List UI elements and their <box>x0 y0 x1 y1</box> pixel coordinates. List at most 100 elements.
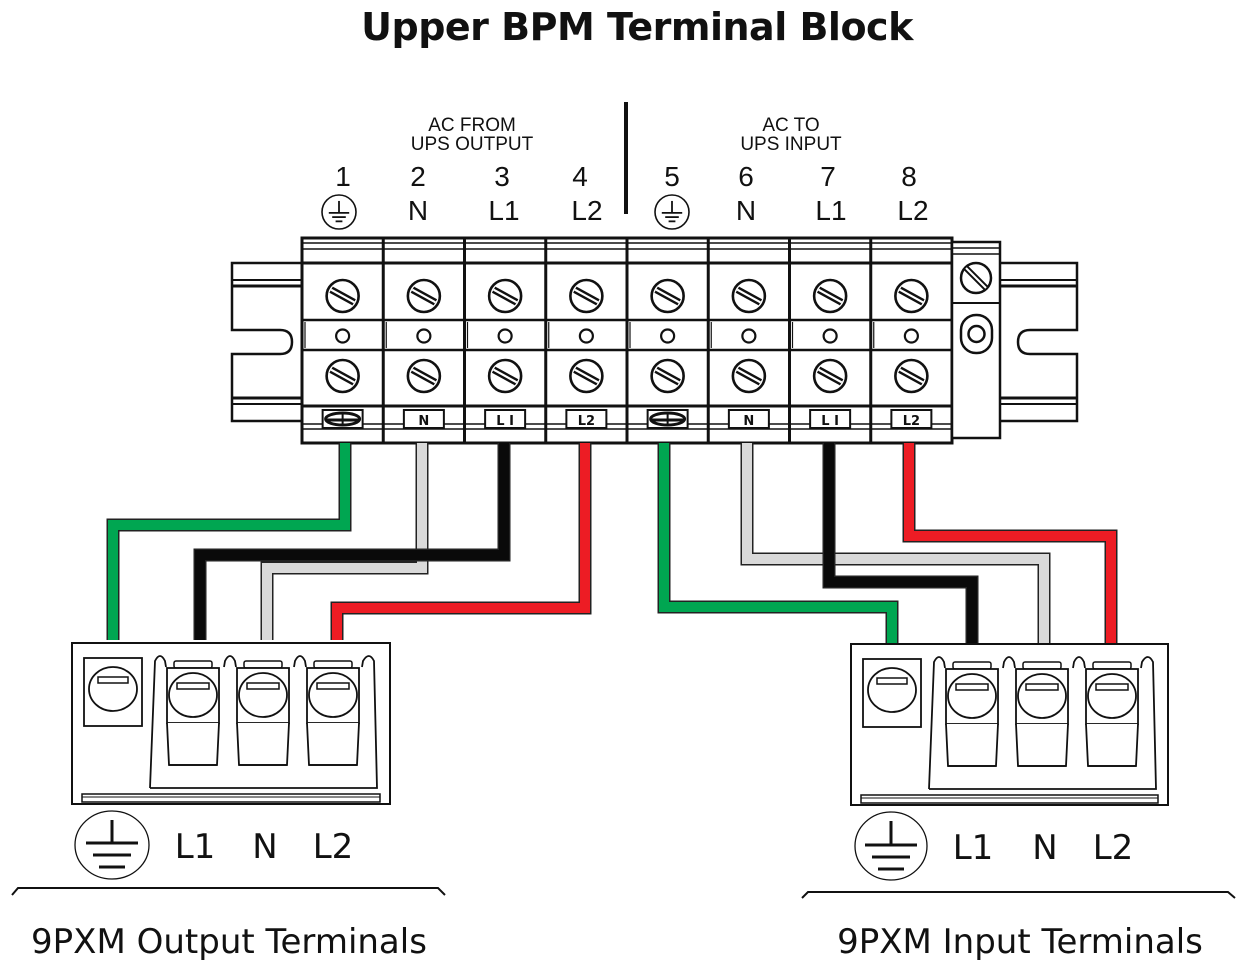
din-rail-right <box>1000 261 1079 423</box>
terminal-6: N <box>706 238 790 443</box>
input-label-l1: L1 <box>953 828 994 868</box>
tag-text: L2 <box>578 414 595 429</box>
terminal-1 <box>302 242 384 430</box>
tag-text: N <box>418 414 429 429</box>
bottom-screw-icon <box>894 358 929 394</box>
end-stop <box>950 240 1002 440</box>
terminal-number-5: 5 <box>664 161 680 192</box>
section-left-line2: UPS OUTPUT <box>411 134 534 155</box>
output-label-n: N <box>252 827 277 867</box>
test-point-icon <box>822 328 838 344</box>
wire-input-ground <box>659 443 897 645</box>
clamp-terminal <box>1085 661 1139 767</box>
terminal-label-3: L1 <box>488 195 519 226</box>
wire-input-l2 <box>904 443 1116 645</box>
tag-text: L I <box>496 414 514 429</box>
terminal-number-2: 2 <box>410 161 426 192</box>
clamp-screw-icon <box>1087 673 1137 719</box>
terminal-tag: L2 <box>565 409 608 429</box>
ground-symbol-icon <box>74 810 150 880</box>
input-bracket <box>801 891 1236 899</box>
wire-output-l2 <box>332 443 590 640</box>
output-label-l2: L2 <box>313 827 354 867</box>
terminal-number-8: 8 <box>901 161 917 192</box>
test-point-icon <box>578 328 594 344</box>
clamp-screw-icon <box>168 672 218 718</box>
terminal-tag: L2 <box>890 409 933 429</box>
terminal-tag: L I <box>484 409 527 429</box>
input-label-l2: L2 <box>1093 828 1134 868</box>
clamp-terminal <box>1015 661 1069 767</box>
wire-output-neutral <box>262 443 427 640</box>
diagram-title: Upper BPM Terminal Block <box>361 5 914 49</box>
terminal-label-6: N <box>736 195 756 226</box>
terminal-number-1: 1 <box>335 161 351 192</box>
test-point-icon <box>903 328 919 344</box>
terminal-number-4: 4 <box>572 161 588 192</box>
terminal-trough <box>928 656 1157 790</box>
clamp-screw-icon <box>1017 673 1067 719</box>
terminal-5 <box>625 238 709 443</box>
terminal-1-ground-icon <box>321 194 357 230</box>
test-point-icon <box>335 328 351 344</box>
section-right-line1: AC TO <box>762 115 819 136</box>
clamp-terminal <box>306 660 360 766</box>
test-point-icon <box>497 328 513 344</box>
terminal-number-6: 6 <box>738 161 754 192</box>
upper-bpm-terminal-block: N L I L2 N L I L2 <box>300 236 954 445</box>
wires <box>106 443 1118 645</box>
terminal-label-7: L1 <box>815 195 846 226</box>
wire-input-l1-outline <box>822 443 979 645</box>
terminal-tag: L I <box>809 409 852 429</box>
terminal-5-ground-icon <box>654 194 690 230</box>
test-point-icon <box>741 328 757 344</box>
clamp-terminal <box>945 661 999 767</box>
top-screw-icon <box>894 278 929 314</box>
tag-text: L I <box>821 414 839 429</box>
terminal-7: L I <box>788 238 871 443</box>
9pxm-input-terminal-block <box>850 643 1169 806</box>
top-screw-icon <box>731 278 767 314</box>
tag-text: L2 <box>903 414 920 429</box>
wire-output-ground-outline <box>106 443 352 640</box>
wire-input-neutral <box>742 443 1049 645</box>
input-terminals-caption: 9PXM Input Terminals <box>837 922 1203 962</box>
bottom-screw-icon <box>487 358 523 394</box>
terminal-3: L I <box>463 238 546 443</box>
output-terminals-caption: 9PXM Output Terminals <box>31 922 427 962</box>
test-point-icon <box>416 328 432 344</box>
terminal-tag <box>321 409 364 429</box>
terminal-2: N <box>381 238 465 443</box>
top-screw-icon <box>569 278 604 314</box>
clamp-screw-icon <box>238 672 288 718</box>
output-label-l1: L1 <box>175 827 216 867</box>
test-point-icon <box>660 328 676 344</box>
terminal-label-2: N <box>408 195 428 226</box>
din-rail-left <box>230 261 302 423</box>
bottom-screw-icon <box>812 358 848 394</box>
terminal-tag: N <box>402 409 445 429</box>
wire-output-l1 <box>195 443 509 640</box>
ground-screw-icon <box>88 666 138 712</box>
bottom-screw-icon <box>731 358 767 394</box>
terminal-tag <box>646 409 689 429</box>
top-screw-icon <box>406 278 442 314</box>
input-terminal-labels: L1 N L2 9PXM Input Terminals <box>801 811 1236 962</box>
bottom-screw-icon <box>650 358 685 394</box>
input-label-n: N <box>1032 828 1057 868</box>
ground-symbol-icon <box>854 811 928 881</box>
wire-output-ground <box>108 443 350 640</box>
terminal-8: L2 <box>869 238 952 443</box>
output-terminal-labels: L1 N L2 9PXM Output Terminals <box>11 810 446 962</box>
top-screw-icon <box>650 278 685 314</box>
wire-input-l1 <box>824 443 977 645</box>
section-right-line2: UPS INPUT <box>740 134 842 155</box>
terminal-tag: N <box>727 409 770 429</box>
end-stop-screw-icon <box>959 261 993 295</box>
terminal-label-8: L2 <box>897 195 928 226</box>
clamp-screw-icon <box>308 672 358 718</box>
clamp-screw-icon <box>947 673 997 719</box>
9pxm-output-terminal-block <box>71 642 391 805</box>
